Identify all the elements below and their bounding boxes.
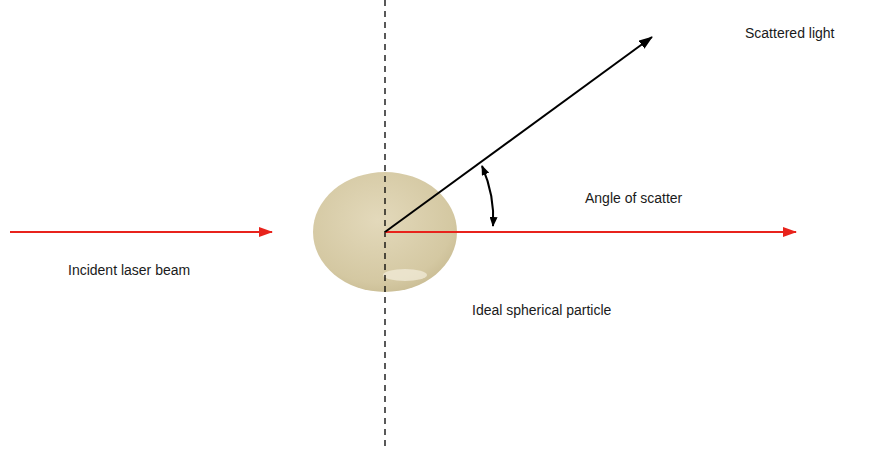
incident-beam — [10, 231, 272, 233]
beam-label: Incident laser beam — [68, 262, 190, 279]
normal-axis — [384, 0, 385, 449]
particle-highlight — [383, 269, 427, 281]
angle-arc — [482, 166, 493, 226]
angle-label: Angle of scatter — [585, 190, 682, 207]
figure-label: Scattered light — [745, 25, 835, 42]
transmitted-beam — [385, 231, 796, 233]
particle-label: Ideal spherical particle — [472, 302, 611, 319]
